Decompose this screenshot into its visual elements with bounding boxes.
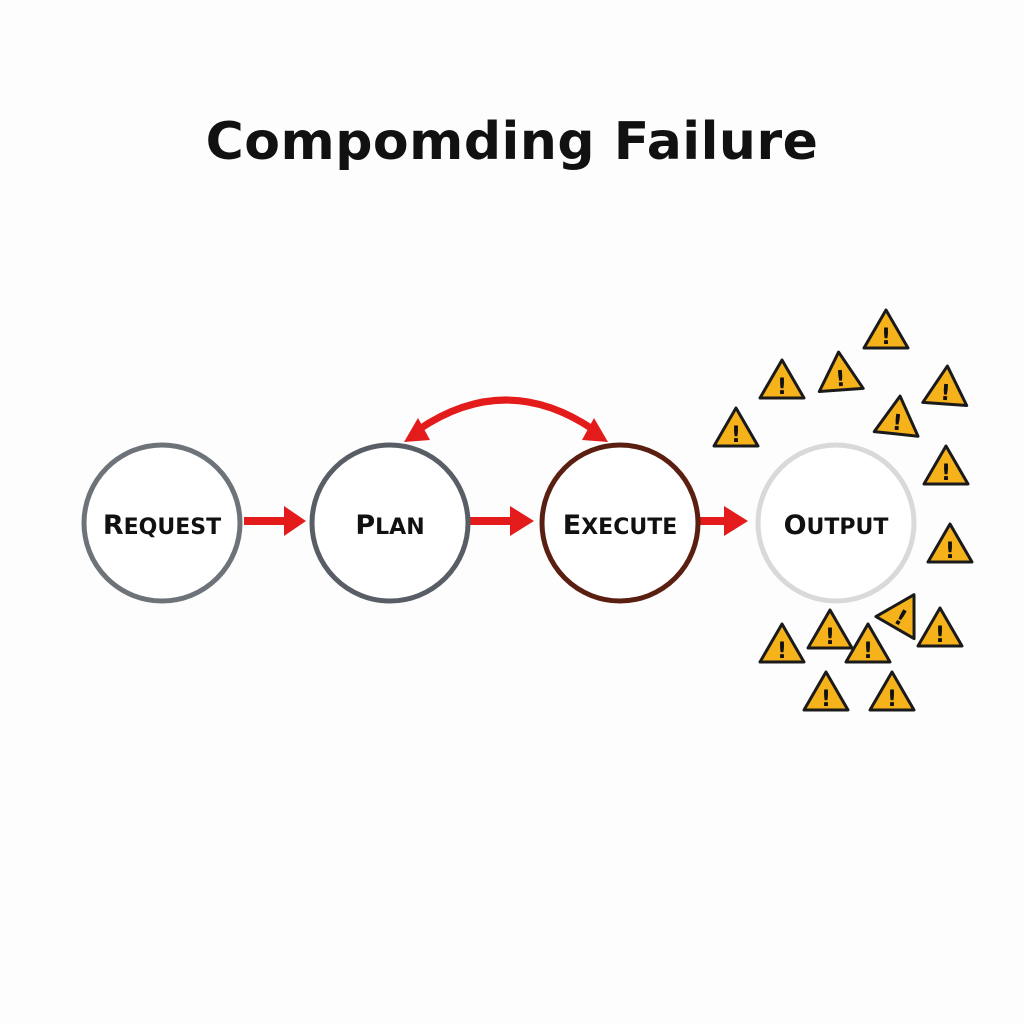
warning-exclamation: !: [777, 639, 787, 664]
warning-triangle-icon: !: [802, 670, 850, 712]
warning-exclamation: !: [863, 639, 873, 664]
node-request: REQUEST: [81, 442, 243, 604]
warning-exclamation: !: [945, 539, 955, 564]
node-output-label: OUTPUT: [784, 510, 889, 541]
warning-exclamation: !: [835, 367, 847, 393]
warning-exclamation: !: [940, 381, 952, 407]
warning-triangle-icon: !: [868, 670, 916, 712]
warning-triangle-icon: !: [862, 308, 910, 350]
node-output: OUTPUT: [755, 442, 917, 604]
warning-triangle-icon: !: [922, 444, 970, 486]
warning-triangle-icon: !: [817, 350, 865, 393]
node-execute: EXECUTE: [539, 442, 701, 604]
node-request-label: REQUEST: [103, 510, 221, 541]
warning-exclamation: !: [941, 461, 951, 486]
warning-exclamation: !: [881, 325, 891, 350]
warning-triangle-icon: !: [844, 622, 892, 664]
warning-triangle-icon: !: [758, 622, 806, 664]
warning-exclamation: !: [825, 625, 835, 650]
warning-exclamation: !: [777, 375, 787, 400]
warning-exclamation: !: [731, 423, 741, 448]
connector-execute-output: [700, 506, 748, 536]
warning-triangle-icon: !: [874, 593, 916, 641]
connector-plan-execute: [470, 506, 534, 536]
warning-exclamation: !: [891, 411, 904, 437]
node-plan: PLAN: [309, 442, 471, 604]
node-execute-label: EXECUTE: [563, 510, 678, 541]
connector-request-plan: [244, 506, 306, 536]
node-plan-label: PLAN: [355, 510, 424, 541]
feedback-loop-arrow: [404, 396, 608, 442]
warning-exclamation: !: [935, 623, 945, 648]
warning-triangle-icon: !: [712, 406, 760, 448]
warning-cluster: !!!!!!!!!!!!!!!: [712, 308, 974, 712]
warning-triangle-icon: !: [916, 606, 964, 648]
warning-triangle-icon: !: [872, 394, 920, 438]
warning-exclamation: !: [821, 687, 831, 712]
warning-triangle-icon: !: [926, 522, 974, 564]
warning-exclamation: !: [887, 687, 897, 712]
warning-triangle-icon: !: [806, 608, 854, 650]
warning-triangle-icon: !: [758, 358, 806, 400]
diagram-title: Compomding Failure: [205, 112, 819, 172]
warning-triangle-icon: !: [921, 364, 969, 407]
